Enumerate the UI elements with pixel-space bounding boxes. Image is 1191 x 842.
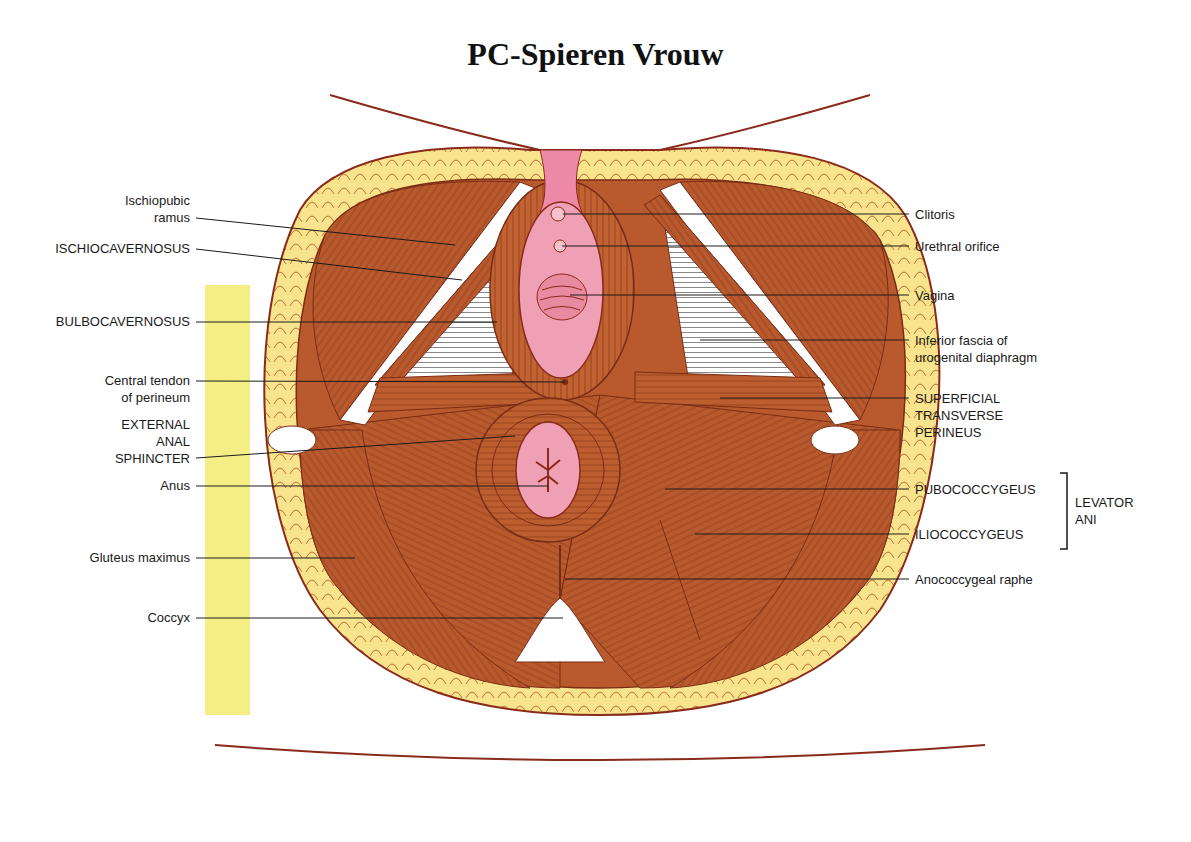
leader-line — [695, 534, 909, 535]
body-outline — [215, 745, 985, 760]
anatomy-label: SUPERFICIAL TRANSVERSE PERINEUS — [915, 390, 1010, 441]
anatomy-label: EXTERNAL ANAL SPHINCTER — [110, 416, 190, 467]
anatomy-label: ISCHIOCAVERNOSUS — [55, 240, 190, 257]
bulbocavernosus — [490, 180, 634, 400]
anatomy-label: Gluteus maximus — [90, 549, 190, 566]
leader-line — [720, 398, 909, 399]
vulva — [519, 202, 603, 378]
anatomy-label: Urethral orifice — [915, 238, 1000, 255]
title: PC-Spieren Vrouw — [0, 36, 1191, 73]
leader-line — [196, 218, 455, 245]
clitoris — [551, 207, 565, 221]
leader-line — [196, 249, 462, 280]
leader-lines — [196, 214, 909, 618]
sphincter-ring — [492, 414, 604, 526]
muscle-base — [296, 179, 905, 688]
anatomy-label: BULBOCAVERNOSUS — [56, 313, 190, 330]
leader-line — [570, 295, 909, 296]
anatomy-label: Ischiopubic ramus — [110, 192, 190, 226]
transverse-perineus — [635, 372, 832, 412]
anatomy-label: Inferior fascia of urogenital diaphragm — [915, 332, 1050, 366]
anatomy-label: Anus — [160, 477, 190, 494]
anus-folds — [536, 448, 560, 492]
leader-line — [665, 489, 909, 490]
leader-line — [563, 214, 909, 215]
anatomy-label: Central tendon of perineum — [95, 372, 190, 406]
leader-line — [565, 579, 909, 580]
leader-line — [196, 618, 563, 619]
external-anal-sphincter — [476, 398, 620, 542]
anatomy-label: Anococcygeal raphe — [915, 571, 1033, 588]
bracket — [1060, 473, 1067, 549]
leader-line — [196, 436, 515, 458]
vaginal-opening — [537, 274, 587, 320]
leader-line — [562, 246, 909, 247]
anatomy-label: LEVATOR ANI — [1075, 494, 1137, 528]
leader-line — [700, 340, 909, 341]
fat-layer — [264, 148, 939, 716]
anatomy-label: ILIOCOCCYGEUS — [915, 526, 1023, 543]
anatomy-label: PUBOCOCCYGEUS — [915, 481, 1036, 498]
leader-line — [196, 381, 565, 382]
bone-fleck — [811, 426, 859, 454]
ischiocavernosus — [644, 195, 825, 385]
yellow-band — [205, 285, 250, 715]
anatomy-label: Coccyx — [147, 609, 190, 626]
anococcygeal-raphe — [559, 545, 561, 600]
leader-line — [196, 322, 497, 323]
anatomy-label: Clitoris — [915, 206, 955, 223]
leader-line — [196, 486, 548, 487]
anatomy-label: Vagina — [915, 287, 955, 304]
gluteus-maximus-right — [670, 430, 900, 688]
muscle-border — [660, 520, 700, 640]
vaginal-folds — [540, 286, 584, 310]
leader-line — [196, 558, 355, 559]
coccyx — [515, 598, 605, 662]
anus — [516, 422, 580, 518]
